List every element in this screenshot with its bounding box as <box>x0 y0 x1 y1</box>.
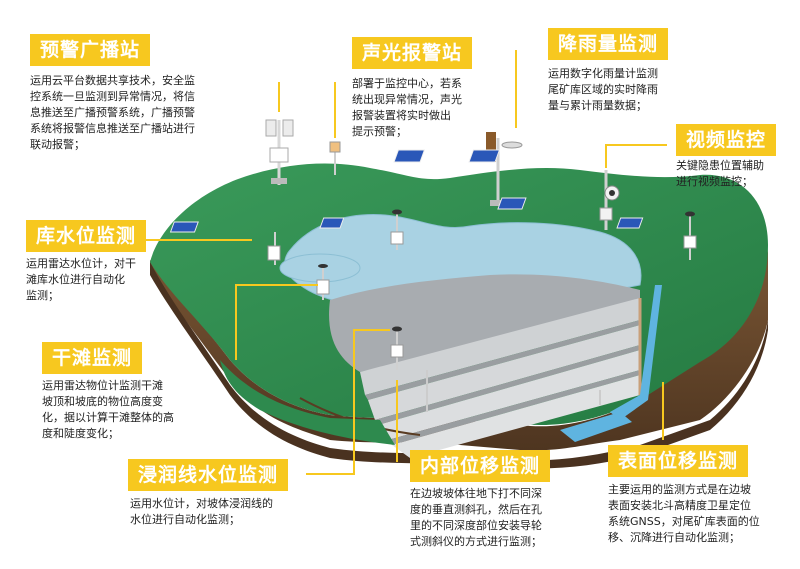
rainfall-monitoring-desc: 运用数字化雨量计监测 尾矿库区域的实时降雨 量与累计雨量数据； <box>548 67 658 112</box>
dry-beach-title: 干滩监测 <box>42 342 143 374</box>
camera-icon <box>497 170 620 230</box>
rain-gauge-icon <box>393 132 523 206</box>
sound-light-alarm-desc: 部署于监控中心，若系 统出现异常情况，声光 报警装置将实时做出 提示预警； <box>352 77 462 138</box>
broadcast-station-title: 预警广播站 <box>30 34 151 66</box>
broadcast-station-desc: 运用云平台数据共享技术，安全监 控系统一旦监测到异常情况，将信 息推送至广播预警… <box>30 74 195 151</box>
surface-displacement-desc: 主要运用的监测方式是在边坡 表面安装北斗高精度卫星定位 系统GNSS，对尾矿库表… <box>608 483 760 544</box>
gnss-slope-icon <box>390 326 404 370</box>
radar-level-station-icon <box>169 221 281 265</box>
grass-slope <box>220 360 395 445</box>
internal-displacement-title: 内部位移监测 <box>410 450 551 482</box>
gnss-surface-icon <box>616 211 697 260</box>
small-pond <box>279 253 361 283</box>
dry-beach-radar-icon <box>316 264 330 300</box>
inclinometer-borehole-icon <box>426 370 601 412</box>
reservoir-level-desc: 运用雷达水位计，对干 滩库水位进行自动化 监测； <box>26 257 136 302</box>
rainfall-monitoring-title: 降雨量监测 <box>548 28 669 60</box>
alarm-light-icon <box>329 141 341 175</box>
reservoir-level-title: 库水位监测 <box>26 220 147 252</box>
seepage-line-title: 浸润线水位监测 <box>128 459 289 491</box>
dry-beach-desc: 运用雷达物位计监测干滩 坡顶和坡底的物位高度变 化，据以计算干滩整体的高 度和陡… <box>42 379 174 440</box>
broadcast-speaker-icon <box>265 119 294 185</box>
sound-light-alarm-title: 声光报警站 <box>352 37 473 69</box>
drainage-channel <box>610 285 662 420</box>
video-monitoring-title: 视频监控 <box>676 124 777 156</box>
internal-displacement-desc: 在边坡坡体往地下打不同深 度的垂直测斜孔，然后在孔 里的不同深度部位安装导轮 式… <box>410 487 542 548</box>
video-monitoring-desc: 关键隐患位置辅助 进行视频监控； <box>676 159 764 188</box>
gnss-receiver-icon <box>319 209 404 250</box>
dam-slope-steps <box>360 298 642 458</box>
seepage-line-desc: 运用水位计，对坡体浸润线的 水位进行自动化监测； <box>130 497 273 526</box>
dry-beach <box>329 274 640 372</box>
surface-displacement-title: 表面位移监测 <box>608 445 749 477</box>
connector-lines <box>140 50 667 475</box>
